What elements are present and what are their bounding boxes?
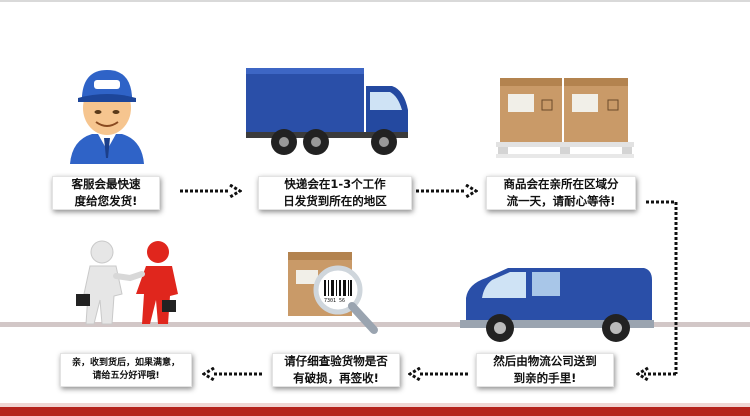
flow-arrow-left-icon (202, 367, 264, 381)
inspection-illustration: 7301 56 (286, 246, 386, 336)
step-card-sorting: 商品会在亲所在区域分 流一天，请耐心等待! (486, 176, 636, 210)
step-card-delivery: 快递会在1-3个工作 日发货到所在的地区 (258, 176, 412, 210)
box-truck-illustration (242, 66, 414, 158)
delivery-van-illustration (456, 262, 656, 346)
customer-service-illustration (62, 62, 152, 164)
flow-arrow-right-icon (180, 184, 242, 198)
top-divider (0, 0, 750, 2)
bottom-band (0, 407, 750, 416)
flow-arrow-right-icon (416, 184, 478, 198)
handshake-illustration (76, 238, 186, 328)
floor-line (0, 322, 750, 327)
step-card-handover: 然后由物流公司送到 到亲的手里! (476, 353, 614, 387)
step-card-service: 客服会最快速 度给您发货! (52, 176, 160, 210)
step-card-inspect: 请仔细查验货物是否 有破损，再签收! (272, 353, 400, 387)
flow-arrow-left-icon (408, 367, 470, 381)
barcode-text: 7301 56 (324, 298, 346, 304)
pallet-boxes-illustration (496, 70, 636, 158)
bottom-band-light (0, 403, 750, 407)
step-card-review: 亲，收到货后，如果满意， 请给五分好评哦! (60, 353, 192, 387)
flow-connector-down-left-icon (636, 196, 686, 386)
